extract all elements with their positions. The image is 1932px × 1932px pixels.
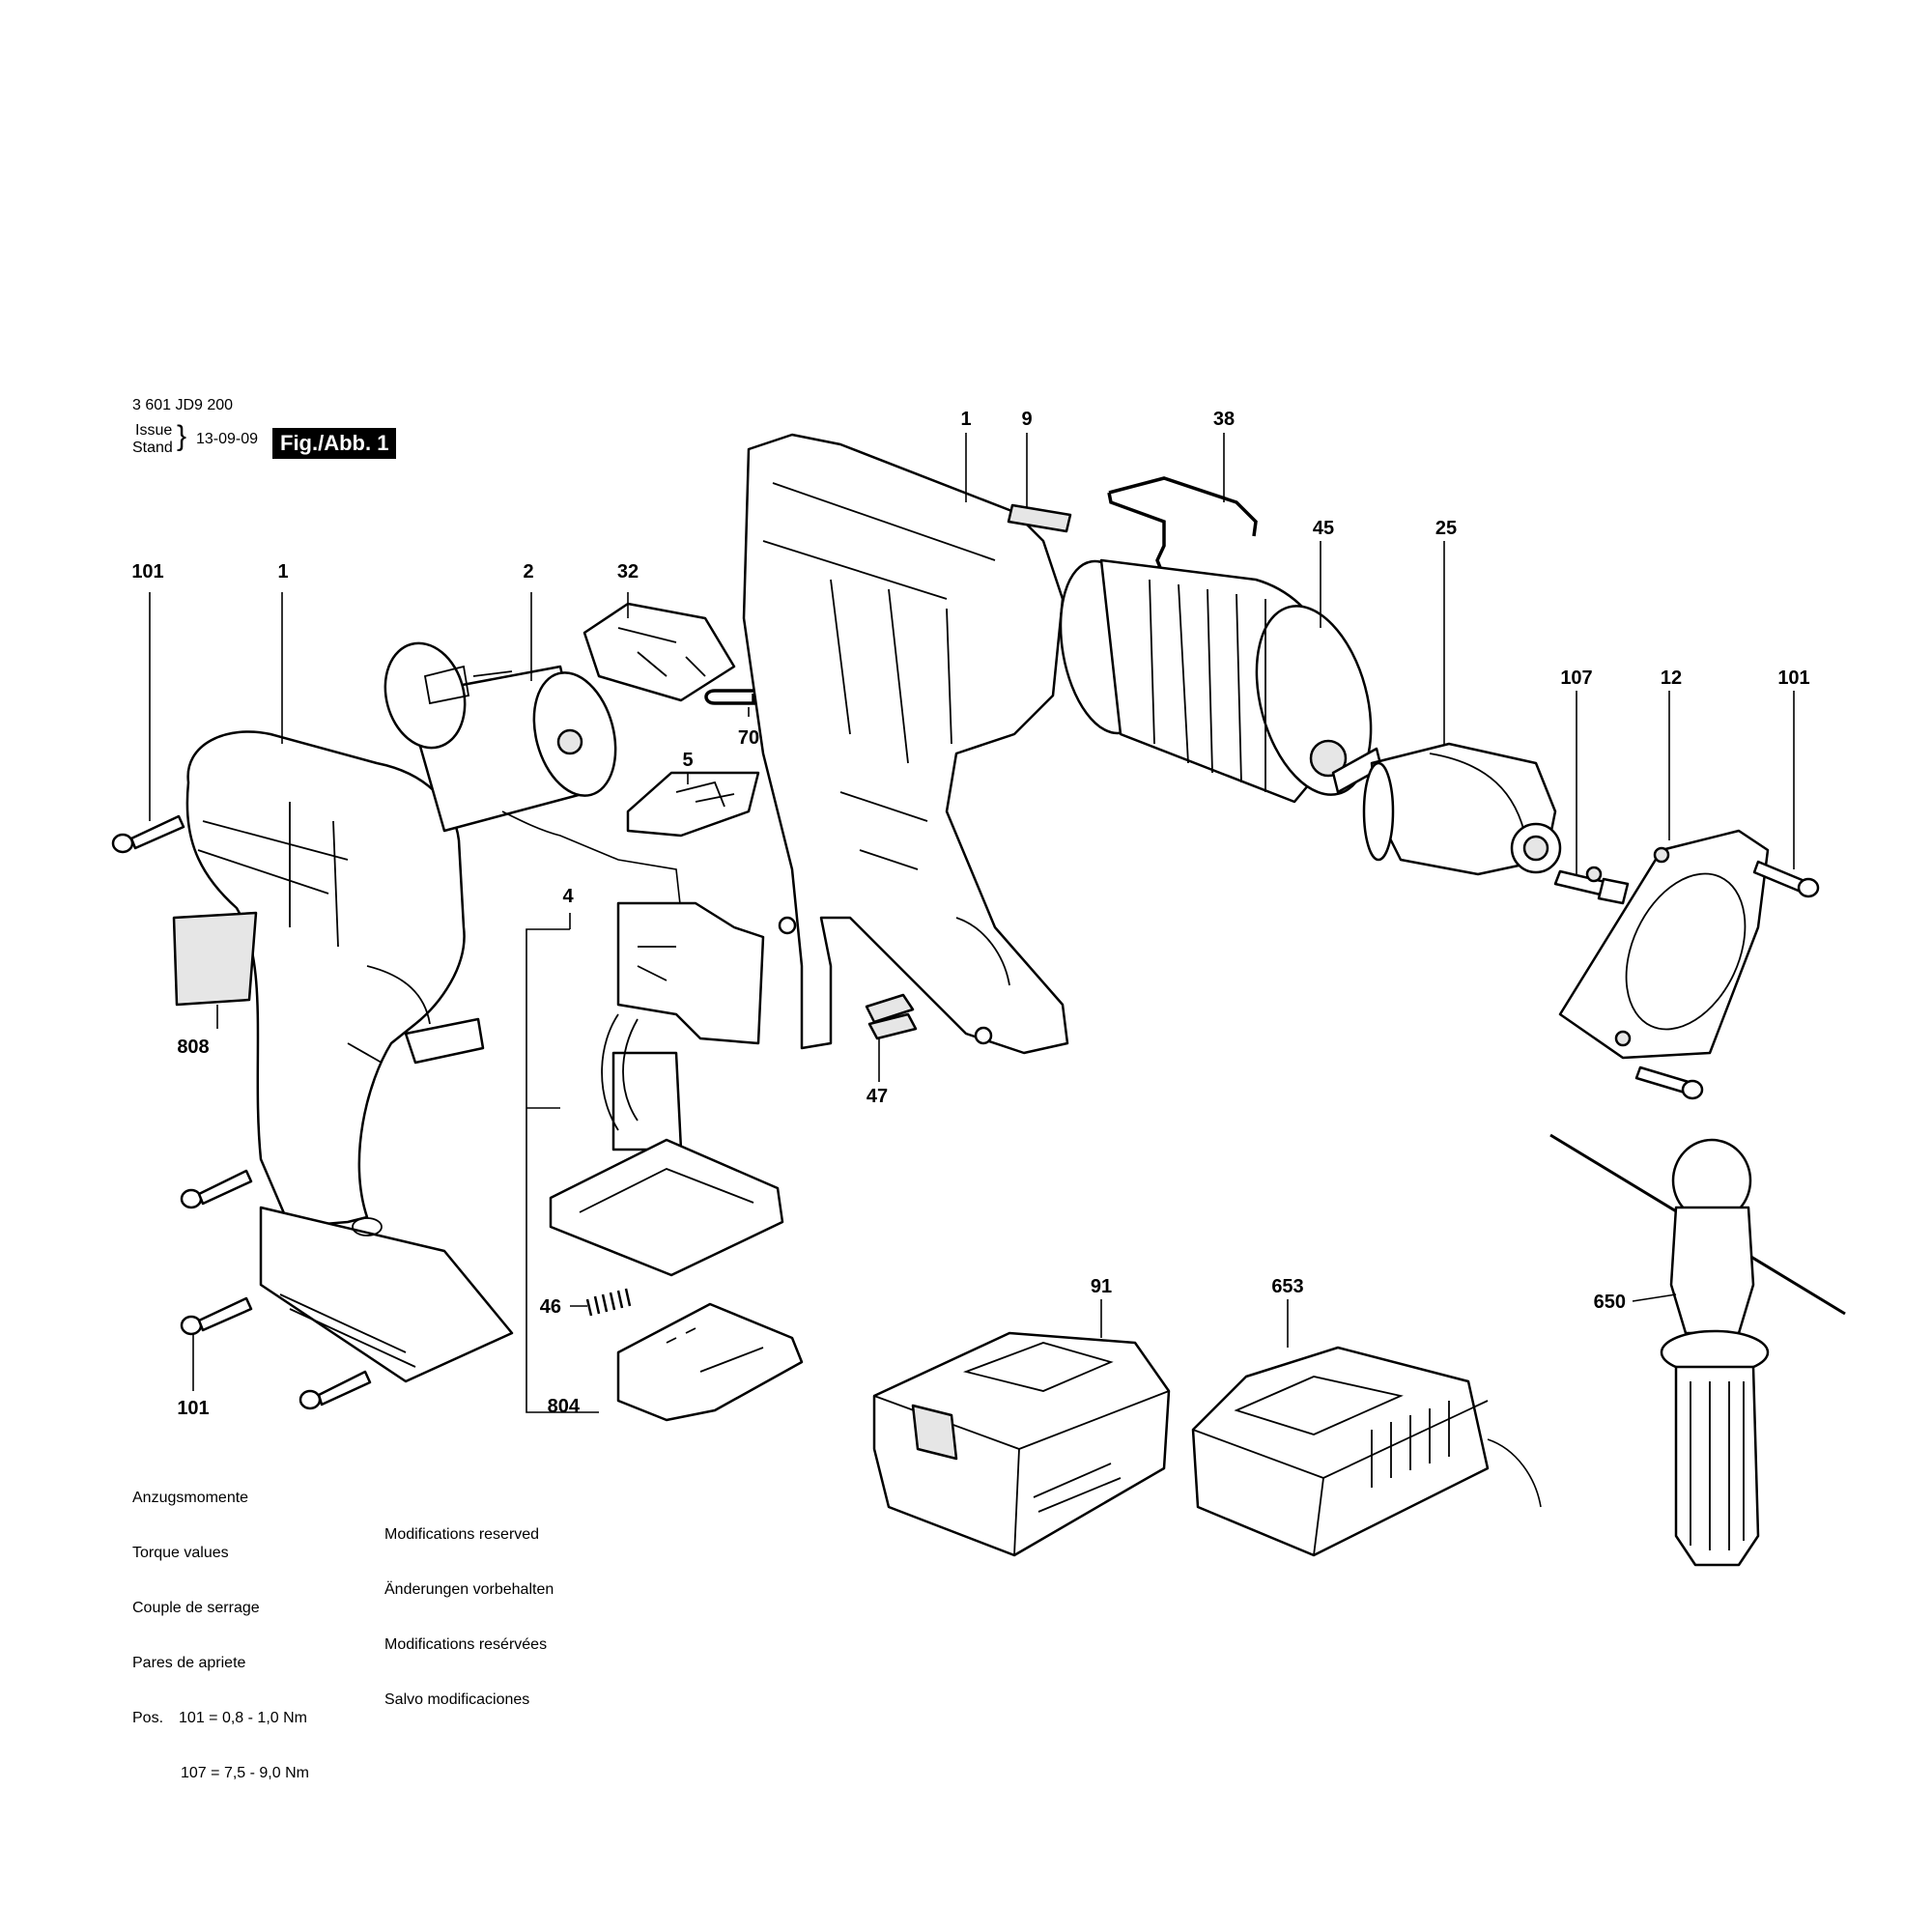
callout-9: 9: [1021, 409, 1032, 430]
spring: [585, 1288, 632, 1317]
switch-cover: [582, 602, 736, 702]
leader-650: [1632, 1293, 1677, 1302]
label-sticker-808: [172, 911, 258, 1007]
housing-right-shell: [742, 433, 1069, 1055]
screw-101-c: [180, 1296, 253, 1336]
callout-101: 101: [131, 561, 163, 582]
pos-label: Pos.: [132, 1710, 164, 1726]
keyless-chuck: [1362, 742, 1562, 876]
modifications-de: Änderungen vorbehalten: [384, 1581, 554, 1598]
callout-91: 91: [1091, 1276, 1112, 1297]
modifications-fr: Modifications resérvées: [384, 1636, 548, 1653]
gear-ring: [1558, 829, 1770, 1060]
auxiliary-handle: [1549, 1133, 1846, 1567]
torque-notes: Anzugsmomente Torque values Couple de se…: [132, 1452, 309, 1801]
screw-101-d: [298, 1370, 372, 1410]
callout-12: 12: [1661, 668, 1682, 689]
bracket-4-804: [526, 913, 599, 1413]
callout-650: 650: [1594, 1292, 1626, 1313]
callout-47: 47: [867, 1086, 888, 1107]
torque-pos-107: 107: [181, 1765, 207, 1781]
callout-25: 25: [1435, 518, 1457, 539]
switch-module: [549, 901, 784, 1277]
pad-47-b: [867, 1012, 918, 1040]
callout-70: 70: [738, 727, 759, 749]
screw-101-a: [111, 814, 185, 854]
callout-2: 2: [523, 561, 533, 582]
callout-804: 804: [548, 1396, 581, 1417]
modifications-en: Modifications reserved: [384, 1526, 540, 1543]
callout-107: 107: [1560, 668, 1592, 689]
callout-653: 653: [1271, 1276, 1303, 1297]
torque-pos-101: 101: [179, 1710, 205, 1726]
callout-101-right: 101: [1777, 668, 1809, 689]
stand-label: Stand: [132, 440, 173, 456]
torque-line-fr: Couple de serrage: [132, 1600, 260, 1616]
housing-left-shell: [185, 730, 514, 1383]
screw-bottom-right: [1634, 1065, 1704, 1100]
modifications-notes: Modifications reserved Änderungen vorbeh…: [384, 1489, 554, 1727]
callout-808: 808: [177, 1037, 209, 1058]
motor: [384, 641, 682, 914]
screw-101-e: [1752, 860, 1820, 898]
callout-46: 46: [540, 1296, 561, 1318]
slider-switch: [626, 771, 760, 838]
callout-32: 32: [617, 561, 639, 582]
callout-45: 45: [1313, 518, 1334, 539]
torque-row-101: Pos.101 = 0,8 - 1,0 Nm: [132, 1710, 307, 1726]
modifications-es: Salvo modificaciones: [384, 1691, 530, 1708]
pad-47-a: [865, 993, 915, 1024]
gearbox: [1059, 558, 1383, 804]
torque-value-107: 7,5 - 9,0 Nm: [223, 1765, 309, 1781]
issue-date: 13-09-09: [196, 431, 259, 447]
callout-5: 5: [682, 750, 693, 771]
torque-line-es: Pares de apriete: [132, 1655, 246, 1671]
callout-101-left-bottom: 101: [177, 1398, 209, 1419]
torque-line-en: Torque values: [132, 1545, 229, 1561]
base-plate: [616, 1302, 804, 1422]
figure-label: Fig./Abb. 1: [272, 428, 397, 459]
torque-row-107: 107 = 7,5 - 9,0 Nm: [181, 1765, 309, 1781]
part-number: 3 601 JD9 200: [132, 397, 234, 413]
callout-4: 4: [562, 886, 574, 907]
callout-1: 1: [277, 561, 288, 582]
issue-label: Issue: [135, 422, 173, 439]
battery-charger: [1191, 1346, 1542, 1557]
label-9: [1007, 503, 1072, 533]
torque-line-de: Anzugsmomente: [132, 1490, 249, 1506]
spring-clip: [704, 689, 758, 705]
screw-101-b: [180, 1169, 253, 1209]
brace: }: [177, 420, 187, 452]
battery-pack: [872, 1331, 1171, 1557]
callout-38: 38: [1213, 409, 1235, 430]
torque-value-101: 0,8 - 1,0 Nm: [221, 1710, 307, 1726]
callout-1-right: 1: [960, 409, 971, 430]
